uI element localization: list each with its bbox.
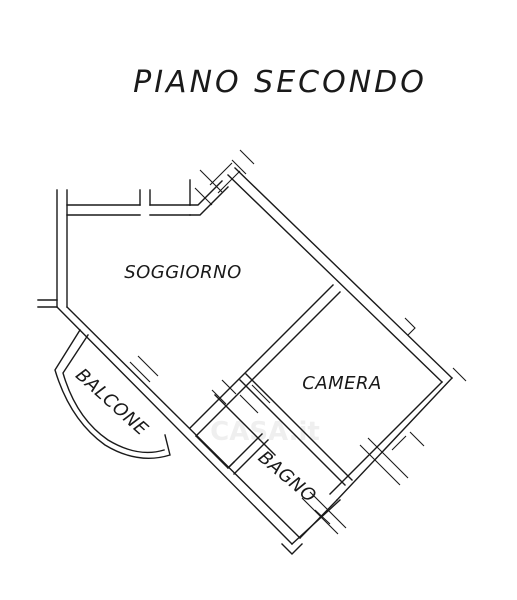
top-wall	[66, 179, 229, 216]
balcone-outline	[54, 329, 171, 460]
plan-title: PIANO SECONDO	[133, 65, 427, 100]
outer-wall-lower-left	[56, 306, 303, 555]
room-label-balcone: BALCONE	[71, 365, 152, 441]
window-marks-top	[194, 149, 255, 206]
outer-wall-right	[227, 167, 467, 383]
outer-wall-lower-right	[329, 377, 453, 501]
bagno-walls	[211, 379, 276, 475]
left-wall	[37, 189, 68, 308]
room-label-camera: CAMERA	[302, 373, 382, 394]
outer-wall-bottom	[291, 491, 347, 545]
room-label-bagno: BAGNO	[254, 447, 320, 507]
room-label-soggiorno: SOGGIORNO	[124, 262, 242, 283]
